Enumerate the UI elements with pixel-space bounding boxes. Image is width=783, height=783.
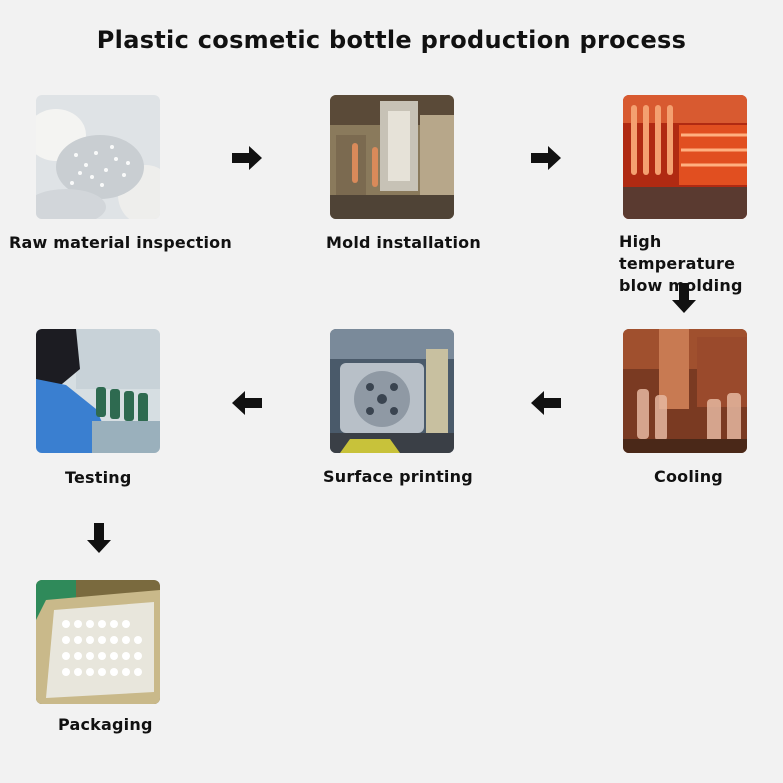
mold-installation-photo xyxy=(330,95,454,219)
step-label-packaging: Packaging xyxy=(58,715,153,734)
step-label-testing: Testing xyxy=(65,468,132,487)
raw-material-photo xyxy=(36,95,160,219)
diagram-title: Plastic cosmetic bottle production proce… xyxy=(96,26,687,54)
surface-printing-photo xyxy=(330,329,454,453)
step-label-cooling: Cooling xyxy=(654,467,723,486)
arrow-left-icon xyxy=(230,386,264,420)
arrow-right-icon xyxy=(529,141,563,175)
blow-molding-photo xyxy=(623,95,747,219)
packaging-photo xyxy=(36,580,160,704)
arrow-down-icon xyxy=(82,521,116,555)
step-label-mold-installation: Mold installation xyxy=(326,233,481,252)
step-label-raw-material: Raw material inspection xyxy=(9,233,232,252)
step-label-blow-molding-line1: High temperature xyxy=(619,232,736,273)
step-label-surface-printing: Surface printing xyxy=(323,467,473,486)
cooling-photo xyxy=(623,329,747,453)
testing-photo xyxy=(36,329,160,453)
step-label-blow-molding: High temperature blow molding xyxy=(619,231,783,297)
arrow-down-icon xyxy=(667,281,701,315)
arrow-right-icon xyxy=(230,141,264,175)
arrow-left-icon xyxy=(529,386,563,420)
